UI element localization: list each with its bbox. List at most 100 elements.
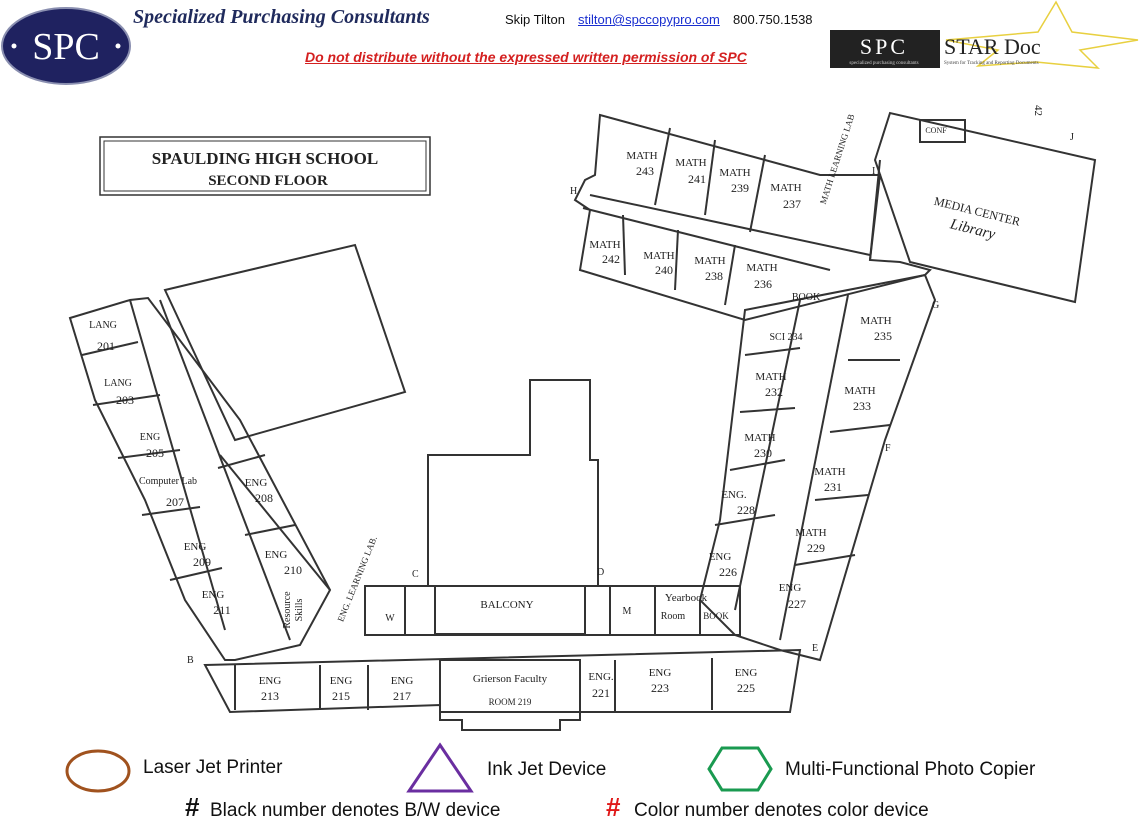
room-label: ENG <box>245 477 268 489</box>
room-label: MATH <box>844 385 875 397</box>
spc-logo: SPC <box>1 7 131 85</box>
entrance-i: I <box>872 166 875 177</box>
room-label: MATH <box>814 466 845 478</box>
room-label: MATH <box>744 432 775 444</box>
room-label: Skills <box>294 599 305 622</box>
room-number: 207 <box>166 495 184 509</box>
legend-color-note: Color number denotes color device <box>634 800 929 821</box>
room-number: 230 <box>754 446 772 460</box>
room-label: ENG <box>140 432 161 443</box>
room-number: 215 <box>332 689 350 703</box>
contact-phone: 800.750.1538 <box>733 12 813 27</box>
company-name: Specialized Purchasing Consultants <box>133 6 430 28</box>
room-labels: LANG 201 LANG 203 ENG 205 Computer Lab 207 E… <box>89 113 1022 707</box>
svg-text:SPC: SPC <box>32 26 100 68</box>
room-label: CONF <box>925 126 947 135</box>
room-number: 223 <box>651 681 669 695</box>
room-label: ENG <box>265 549 288 561</box>
room-label: ENG <box>649 667 672 679</box>
star-doc-logo: SPC specialized purchasing consultants S… <box>830 0 1139 69</box>
room-label: Room <box>661 611 686 622</box>
distribution-notice: Do not distribute without the expressed … <box>305 49 747 65</box>
room-number: 237 <box>783 197 801 211</box>
room-label: LANG <box>104 378 132 389</box>
room-number: 241 <box>688 172 706 186</box>
room-label: MATH <box>626 150 657 162</box>
room-label: BALCONY <box>480 599 533 611</box>
star-icon <box>945 0 1139 69</box>
inkjet-triangle-icon <box>406 742 474 793</box>
room-label: MATH <box>860 315 891 327</box>
entrance-c: C <box>412 569 419 580</box>
room-number: 208 <box>255 491 273 505</box>
entrance-j: J <box>1070 132 1074 143</box>
room-number: 243 <box>636 164 654 178</box>
red-hash-icon: # <box>606 792 621 822</box>
room-number: 226 <box>719 565 737 579</box>
room-number: 203 <box>116 393 134 407</box>
room-number: 236 <box>754 277 772 291</box>
room-label: ENG <box>330 675 353 687</box>
room-label: MATH <box>746 262 777 274</box>
room-label: ENG <box>259 675 282 687</box>
page-mark: 42 <box>1032 105 1044 116</box>
room-label: MATH <box>755 371 786 383</box>
room-label: SCI 234 <box>769 332 802 343</box>
room-number: 225 <box>737 681 755 695</box>
room-label: ENG. <box>721 489 747 501</box>
room-number: 235 <box>874 329 892 343</box>
entrance-e: E <box>812 643 818 654</box>
room-label: ENG <box>735 667 758 679</box>
room-label: Grierson Faculty <box>473 673 548 685</box>
room-number: 232 <box>765 385 783 399</box>
room-label: MATH <box>589 239 620 251</box>
room-label: MATH <box>643 250 674 262</box>
plan-title: SPAULDING HIGH SCHOOL <box>152 149 378 168</box>
room-number: ROOM 219 <box>489 697 532 707</box>
legend-mfp-label: Multi-Functional Photo Copier <box>785 759 1036 780</box>
entrance-f: F <box>885 443 891 454</box>
room-label: Resource <box>282 591 293 629</box>
room-label: BOOK <box>703 611 729 621</box>
room-label: ENG <box>779 582 802 594</box>
room-number: 231 <box>824 480 842 494</box>
mfp-hexagon-icon <box>707 746 773 792</box>
room-label: MATH <box>719 167 750 179</box>
contact-name: Skip Tilton <box>505 12 565 27</box>
room-number: 201 <box>97 339 115 353</box>
room-number: 205 <box>146 446 164 460</box>
entrance-d: D <box>597 567 604 578</box>
room-label: ENG. LEARNING LAB. <box>335 535 379 624</box>
black-hash-icon: # <box>185 792 200 822</box>
contact-email-link[interactable]: stilton@spccopypro.com <box>578 12 720 27</box>
legend-laser-label: Laser Jet Printer <box>143 757 283 778</box>
walls <box>68 111 1097 731</box>
legend-inkjet-label: Ink Jet Device <box>487 759 607 780</box>
room-label: LANG <box>89 320 117 331</box>
room-number: 239 <box>731 181 749 195</box>
room-label: BOOK <box>792 292 821 303</box>
room-number: 209 <box>193 555 211 569</box>
room-label: M <box>623 606 632 617</box>
room-label: MATH <box>694 255 725 267</box>
room-number: 228 <box>737 503 755 517</box>
room-number: 233 <box>853 399 871 413</box>
svg-text:SPC: SPC <box>860 34 908 59</box>
room-number: 240 <box>655 263 673 277</box>
room-number: 210 <box>284 563 302 577</box>
entrance-h: H <box>570 186 577 197</box>
room-label: MATH LEARNING LAB <box>818 113 857 205</box>
svg-text:specialized purchasing consult: specialized purchasing consultants <box>849 61 918 66</box>
room-number: 227 <box>788 597 806 611</box>
legend-bw-note: Black number denotes B/W device <box>210 800 501 821</box>
entrance-b: B <box>187 655 194 666</box>
room-number: 217 <box>393 689 411 703</box>
room-number: 238 <box>705 269 723 283</box>
room-number: 221 <box>592 686 610 700</box>
room-label: Computer Lab <box>139 476 197 487</box>
room-label: W <box>385 613 395 624</box>
room-number: 211 <box>213 603 231 617</box>
room-label: ENG. <box>588 671 614 683</box>
room-label: MATH <box>770 182 801 194</box>
room-label: Yearbook <box>665 592 708 604</box>
